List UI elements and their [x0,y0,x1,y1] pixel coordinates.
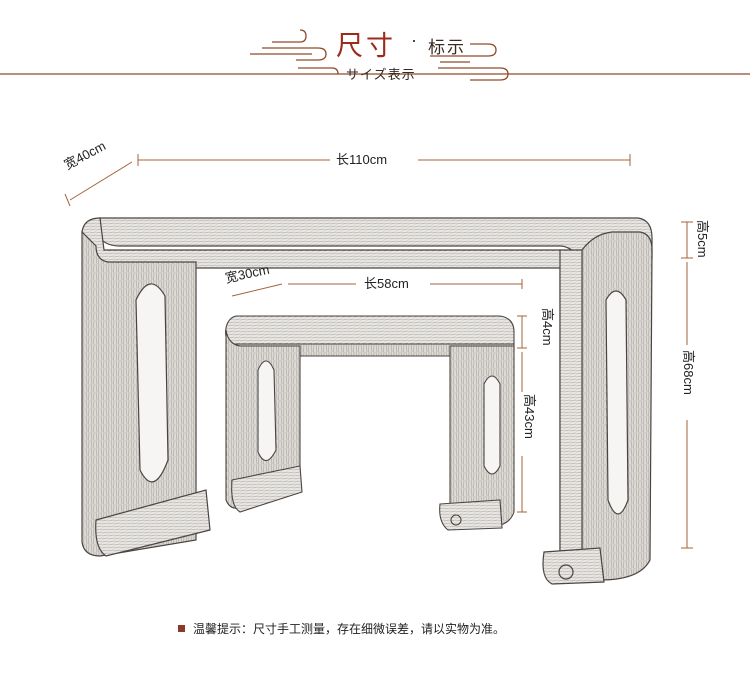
small-top-thickness-label: 高4cm [540,308,555,346]
large-top-thickness-label: 高5cm [695,220,710,258]
small-length-label: 长58cm [364,276,409,291]
measurement-note-text: 温馨提示：尺寸手工测量，存在细微误差，请以实物为准。 [193,622,506,636]
header-subtitle: 标示 [428,38,466,58]
large-length-label: 长110cm [336,152,388,167]
large-height-label: 高68cm [681,350,696,395]
header-title: 尺寸 [336,31,396,62]
square-bullet-icon [178,625,185,632]
header-decoration [0,29,750,81]
measurement-note: 温馨提示：尺寸手工测量，存在细微误差，请以实物为准。 [178,620,505,637]
header-dot: · [411,30,417,50]
small-height-label: 高43cm [522,394,537,439]
header-subtitle-jp: サイズ表示 [346,68,416,83]
